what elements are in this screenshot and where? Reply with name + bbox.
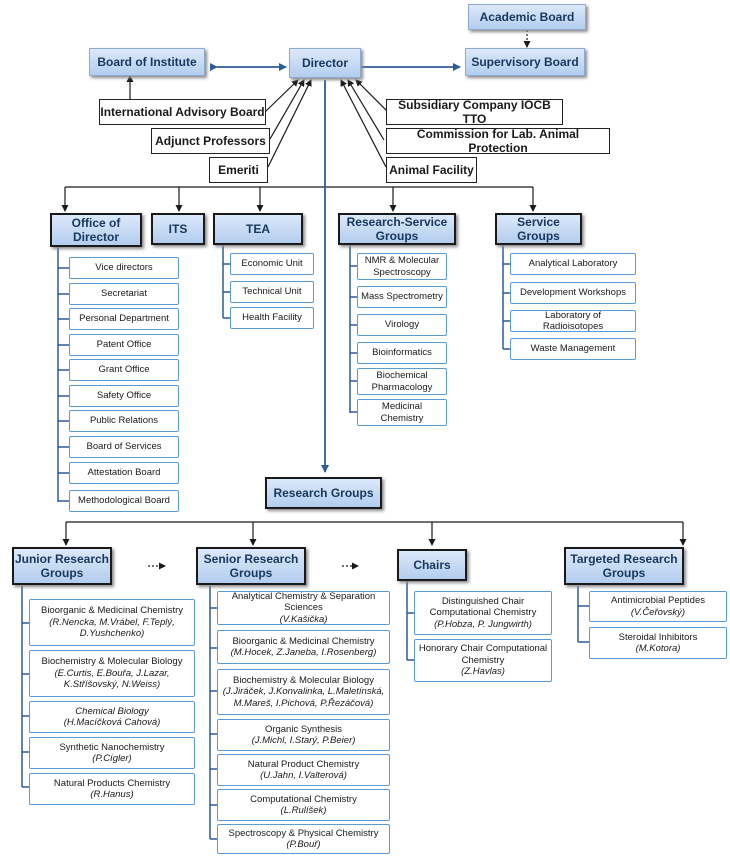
senior-research-header: Senior Research Groups [196, 547, 306, 585]
senior-group: Organic Synthesis(J.Michl, I.Starý, P.Be… [217, 719, 390, 751]
junior-research-header: Junior Research Groups [12, 547, 112, 585]
service-groups-header: Service Groups [495, 213, 582, 245]
office-of-director-header: Office of Director [50, 213, 142, 247]
international-advisory-board: International Advisory Board [99, 99, 266, 125]
targeted-group: Antimicrobial Peptides(V.Čeřovský) [589, 591, 727, 622]
tea-item: Technical Unit [230, 281, 314, 303]
chair-item: Honorary Chair Computational Chemistry(Z… [414, 639, 552, 682]
service-item: Laboratory of Radioisotopes [510, 310, 636, 332]
office-item: Board of Services [69, 436, 179, 458]
office-item: Attestation Board [69, 462, 179, 484]
research-service-item: NMR & Molecular Spectroscopy [357, 253, 447, 280]
animal-facility: Animal Facility [386, 157, 477, 183]
research-service-item: Virology [357, 314, 447, 336]
research-service-item: Bioinformatics [357, 342, 447, 364]
junior-group: Bioorganic & Medicinal Chemistry(R.Nenck… [29, 599, 195, 646]
research-service-item: Biochemical Pharmacology [357, 368, 447, 395]
academic-board: Academic Board [468, 4, 586, 30]
senior-group: Spectroscopy & Physical Chemistry(P.Bouř… [217, 824, 390, 854]
senior-group: Natural Product Chemistry(U.Jahn, I.Valt… [217, 754, 390, 786]
its-header: ITS [151, 213, 205, 245]
senior-group: Biochemistry & Molecular Biology(J.Jiráč… [217, 669, 390, 715]
senior-group: Bioorganic & Medicinal Chemistry(M.Hocek… [217, 630, 390, 664]
tea-header: TEA [213, 213, 303, 245]
office-item: Secretariat [69, 283, 179, 305]
office-item: Personal Department [69, 308, 179, 330]
office-item: Safety Office [69, 385, 179, 407]
targeted-group: Steroidal Inhibitors(M.Kotora) [589, 627, 727, 659]
office-item: Methodological Board [69, 490, 179, 512]
tea-item: Economic Unit [230, 253, 314, 275]
chair-item: Distinguished Chair Computational Chemis… [414, 591, 552, 635]
office-item: Grant Office [69, 359, 179, 381]
service-item: Analytical Laboratory [510, 253, 636, 275]
senior-group: Computational Chemistry(L.Rulíšek) [217, 789, 390, 821]
director: Director [289, 48, 361, 78]
supervisory-board: Supervisory Board [465, 48, 585, 76]
targeted-research-header: Targeted Research Groups [564, 547, 684, 585]
research-service-item: Mass Spectrometry [357, 286, 447, 308]
office-item: Vice directors [69, 257, 179, 279]
commission-animal-protection: Commission for Lab. Animal Protection [386, 127, 610, 155]
chairs-header: Chairs [397, 549, 467, 581]
emeriti: Emeriti [209, 157, 268, 183]
research-service-item: Medicinal Chemistry [357, 399, 447, 426]
research-groups-header: Research Groups [265, 477, 382, 509]
office-item: Public Relations [69, 410, 179, 432]
junior-group: Biochemistry & Molecular Biology(E.Curti… [29, 650, 195, 697]
junior-group: Natural Products Chemistry(R.Hanus) [29, 773, 195, 805]
subsidiary-company: Subsidiary Company IOCB TTO [386, 98, 563, 126]
junior-group: Synthetic Nanochemistry(P.Cígler) [29, 737, 195, 769]
research-service-header: Research-Service Groups [338, 213, 456, 245]
adjunct-professors: Adjunct Professors [151, 128, 270, 154]
board-of-institute: Board of Institute [89, 48, 205, 76]
service-item: Development Workshops [510, 282, 636, 304]
office-item: Patent Office [69, 334, 179, 356]
senior-group: Analytical Chemistry & Separation Scienc… [217, 591, 390, 625]
tea-item: Health Facility [230, 307, 314, 329]
service-item: Waste Management [510, 338, 636, 360]
junior-group: Chemical Biology(H.Macíčková Cahová) [29, 701, 195, 733]
